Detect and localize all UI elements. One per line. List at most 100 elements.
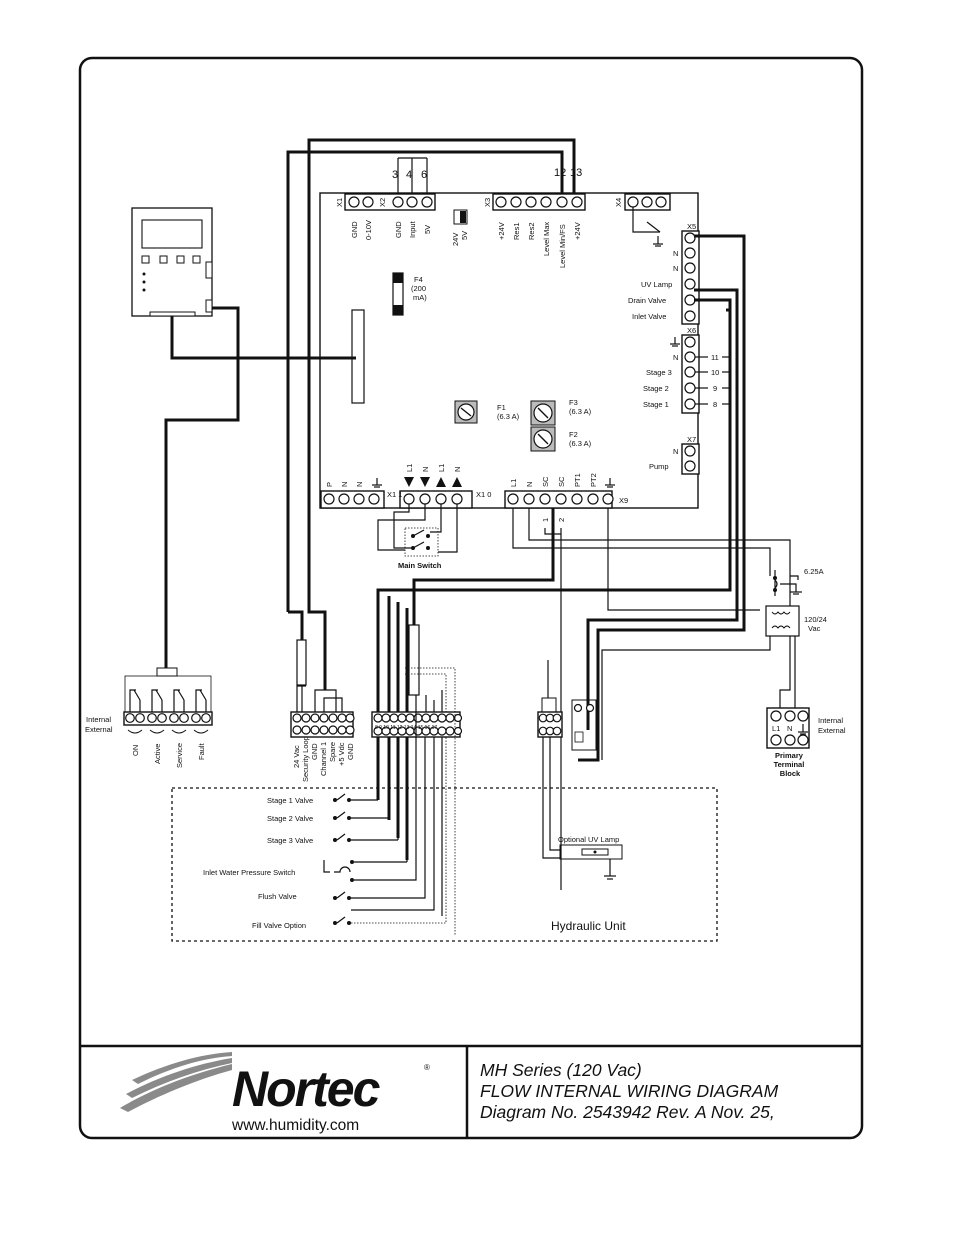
term-num-13: 13	[570, 167, 582, 179]
x5-inlet-valve: Inlet Valve	[632, 312, 666, 321]
security-block	[290, 685, 355, 738]
x2-5v: 5V	[423, 225, 432, 234]
brand-website[interactable]: www.humidity.com	[231, 1117, 359, 1134]
x1-0-10v: 0-10V	[364, 220, 373, 240]
control-board	[319, 192, 699, 509]
x7-screw-2	[684, 460, 696, 472]
x6-n: N	[673, 353, 678, 362]
brand-name: Nortec	[232, 1061, 381, 1117]
x9-screws	[507, 493, 614, 505]
x9-label: X9	[619, 496, 628, 505]
title-line1: MH Series (120 Vac)	[480, 1060, 642, 1080]
primary-l1: L1	[772, 724, 780, 733]
f2-label: F2(6.3 A)	[569, 430, 592, 448]
f4-fuse-cap-bottom	[393, 305, 403, 315]
x1-label: X1	[335, 198, 344, 207]
x6-number-leads	[695, 352, 731, 540]
bl-n2: N	[355, 482, 364, 487]
pw-na: N	[421, 467, 430, 472]
pw-x1-left: X1 1	[387, 490, 402, 499]
hyd-stage2: Stage 2 Valve	[267, 814, 313, 823]
uv-terminal-block	[537, 660, 597, 859]
bottom-left-screws	[323, 493, 380, 505]
x6-ground-icon	[670, 337, 680, 347]
primary-title-line3: Block	[780, 769, 801, 778]
relay-block	[123, 667, 213, 734]
f4-label: F4 (200 mA)	[411, 275, 428, 302]
sec-ch1: Channel 1	[319, 742, 328, 776]
x6-num-10: 10	[711, 368, 719, 377]
bottom-left-strip	[320, 490, 385, 509]
label-line: F3	[569, 398, 578, 407]
x3-res1: Res1	[512, 222, 521, 240]
x2-gnd: GND	[394, 221, 403, 238]
sec-loop: Security Loop	[301, 736, 310, 782]
x7-pump: Pump	[649, 462, 669, 471]
x4-ground-icon	[653, 236, 663, 247]
title-line3: Diagram No. 2543942 Rev. A Nov. 25,	[480, 1102, 775, 1122]
sec-gnd2: GND	[346, 743, 355, 760]
sec-24vac: 24 Vac	[292, 745, 301, 768]
main-switch-label: Main Switch	[398, 561, 442, 570]
label-line: (6.3 A)	[569, 407, 592, 416]
hydraulic-unit-title: Hydraulic Unit	[551, 919, 626, 933]
display-module	[131, 207, 213, 317]
x4-screws	[627, 196, 667, 233]
x9-sc1: SC	[541, 476, 550, 487]
pw-nb: N	[453, 467, 462, 472]
jumper-5v: 5V	[460, 231, 469, 240]
x7-screw-1	[684, 445, 696, 457]
primary-terminal-block	[766, 707, 810, 749]
x5-n1: N	[673, 249, 678, 258]
relay-internal: Internal	[86, 715, 111, 724]
x3-res2: Res2	[527, 222, 536, 240]
term-num-4: 4	[406, 169, 412, 181]
main-switch	[377, 504, 458, 557]
primary-internal: Internal	[818, 716, 843, 725]
f4-label-line2: (200	[411, 284, 426, 293]
relay-external: External	[85, 725, 113, 734]
x3-level-min: Level Min/FS	[558, 224, 567, 268]
transformer-label: 120/24 Vac	[804, 615, 829, 633]
hyd-stage1: Stage 1 Valve	[267, 796, 313, 805]
hyd-fill: Fill Valve Option	[252, 921, 306, 930]
x6-label: X6	[687, 326, 696, 335]
x5-label: X5	[687, 222, 696, 231]
board-top-wires	[286, 138, 576, 612]
term-num-12: 12	[554, 167, 566, 179]
f3-fuse	[530, 400, 556, 426]
jumper-24v: 24V	[451, 233, 460, 246]
transformer-line1: 120/24	[804, 615, 827, 624]
bl-p: P	[325, 482, 334, 487]
f3-label: F3(6.3 A)	[569, 398, 592, 416]
hyd-inlet-switch: Inlet Water Pressure Switch	[203, 868, 295, 877]
stage-cable-plug	[408, 624, 420, 696]
term-num-6: 6	[421, 169, 427, 181]
security-loop-plug	[296, 639, 307, 686]
relay-active: Active	[153, 744, 162, 764]
x9-sc2: SC	[557, 476, 566, 487]
f1-fuse	[454, 400, 478, 424]
label-line: F1	[497, 403, 506, 412]
brand-registered: ®	[424, 1063, 430, 1072]
x9-ground-icon	[605, 478, 615, 488]
f4-label-line1: F4	[414, 275, 423, 284]
hyd-stage3: Stage 3 Valve	[267, 836, 313, 845]
primary-title-line2: Terminal	[774, 760, 805, 769]
power-strip-arrows	[404, 477, 462, 487]
sec-5vdc: +5 Vdc	[337, 742, 346, 766]
uv-lamp-label: Optional UV Lamp	[558, 835, 619, 844]
field-wires	[288, 190, 796, 890]
transformer	[765, 605, 800, 637]
x6-num-11: 11	[711, 353, 719, 362]
x3-screws	[495, 196, 583, 208]
stage-block-numbers: 8 9 10 11 12 13 14 15 16 17	[375, 725, 437, 731]
x9-sub1: 1	[541, 518, 550, 522]
pw-x1-right: X1 0	[476, 490, 491, 499]
x6-num-8: 8	[713, 400, 717, 409]
x5-screws	[684, 232, 696, 322]
relay-service: Service	[175, 743, 184, 768]
sec-spare: Spare	[328, 742, 337, 762]
title-line2: FLOW INTERNAL WIRING DIAGRAM	[480, 1081, 779, 1101]
